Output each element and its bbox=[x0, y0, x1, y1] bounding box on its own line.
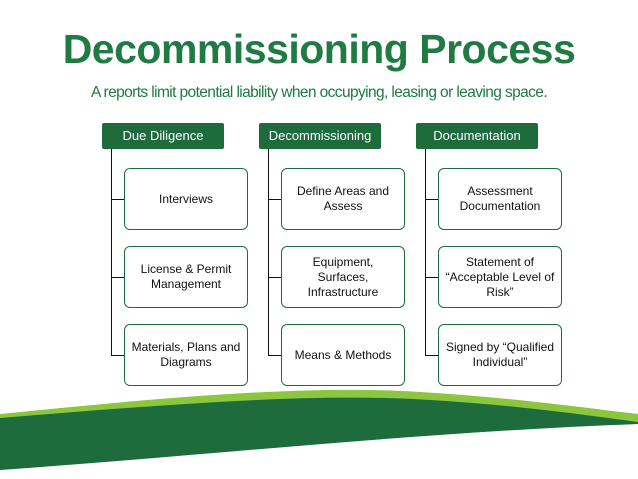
step-box-interviews: Interviews bbox=[124, 168, 248, 230]
step-box-statement-risk: Statement of “Acceptable Level of Risk” bbox=[438, 246, 562, 308]
connector-stub bbox=[268, 199, 282, 200]
connector-stub bbox=[111, 277, 125, 278]
connector-stub bbox=[425, 355, 439, 356]
footer-wave-highlight bbox=[0, 424, 638, 479]
step-box-equipment-surfaces: Equipment, Surfaces, Infrastructure bbox=[281, 246, 405, 308]
step-box-signed-qualified: Signed by “Qualified Individual” bbox=[438, 324, 562, 386]
connector-stub bbox=[425, 199, 439, 200]
step-box-license-permit: License & Permit Management bbox=[124, 246, 248, 308]
connector-stub bbox=[425, 277, 439, 278]
column-header-due-diligence: Due Diligence bbox=[102, 123, 224, 149]
step-box-assessment-documentation: Assessment Documentation bbox=[438, 168, 562, 230]
connector-stub bbox=[268, 277, 282, 278]
column-header-decommissioning: Decommissioning bbox=[259, 123, 381, 149]
step-box-materials-plans: Materials, Plans and Diagrams bbox=[124, 324, 248, 386]
connector-stub bbox=[111, 199, 125, 200]
connector-stub bbox=[268, 355, 282, 356]
connector-stub bbox=[111, 355, 125, 356]
connector-due-diligence bbox=[111, 149, 112, 355]
page-subtitle: A reports limit potential liability when… bbox=[90, 84, 548, 101]
footer-wave-graphic bbox=[0, 389, 638, 479]
connector-decommissioning bbox=[268, 149, 269, 355]
page-title: Decommissioning Process bbox=[62, 26, 576, 72]
step-box-means-methods: Means & Methods bbox=[281, 324, 405, 386]
column-header-documentation: Documentation bbox=[416, 123, 538, 149]
step-box-define-areas: Define Areas and Assess bbox=[281, 168, 405, 230]
connector-documentation bbox=[425, 149, 426, 355]
